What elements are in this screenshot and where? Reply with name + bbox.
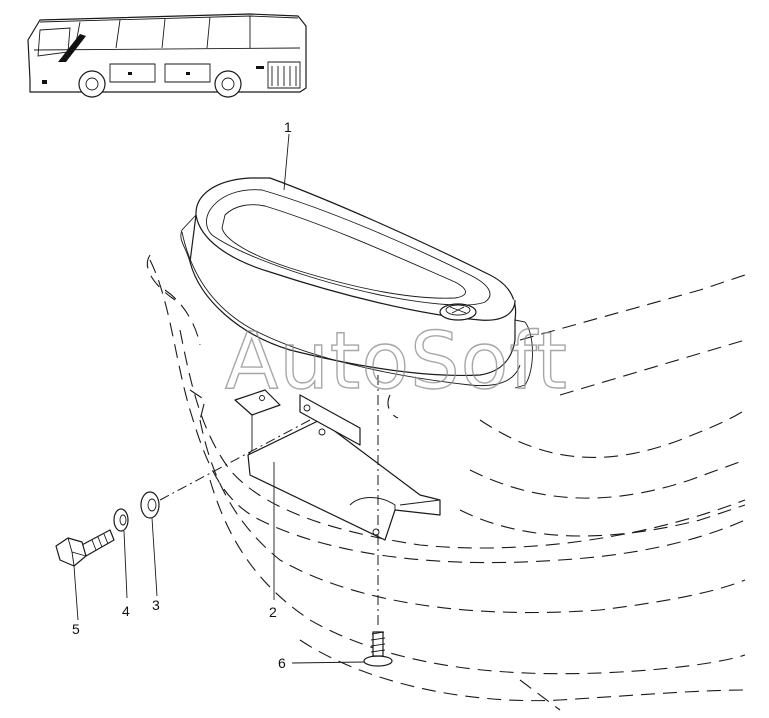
center-lines xyxy=(159,375,379,625)
callout-5: 5 xyxy=(72,621,80,637)
part-5-bolt xyxy=(55,529,115,567)
part-6-screw xyxy=(363,631,393,667)
part-3-washer xyxy=(140,491,160,519)
part-1-tray xyxy=(180,177,533,389)
callout-6: 6 xyxy=(278,655,286,671)
watermark: AutoSoft xyxy=(225,317,568,407)
leader-lines xyxy=(73,133,365,664)
callout-1: 1 xyxy=(284,119,292,135)
callout-3: 3 xyxy=(152,597,160,613)
callout-2: 2 xyxy=(269,604,277,620)
part-4-lock-washer xyxy=(113,508,129,532)
callout-4: 4 xyxy=(122,603,130,619)
dashboard-outline xyxy=(146,254,746,711)
part-2-bracket xyxy=(234,389,441,541)
bus-locator-icon xyxy=(27,13,307,98)
